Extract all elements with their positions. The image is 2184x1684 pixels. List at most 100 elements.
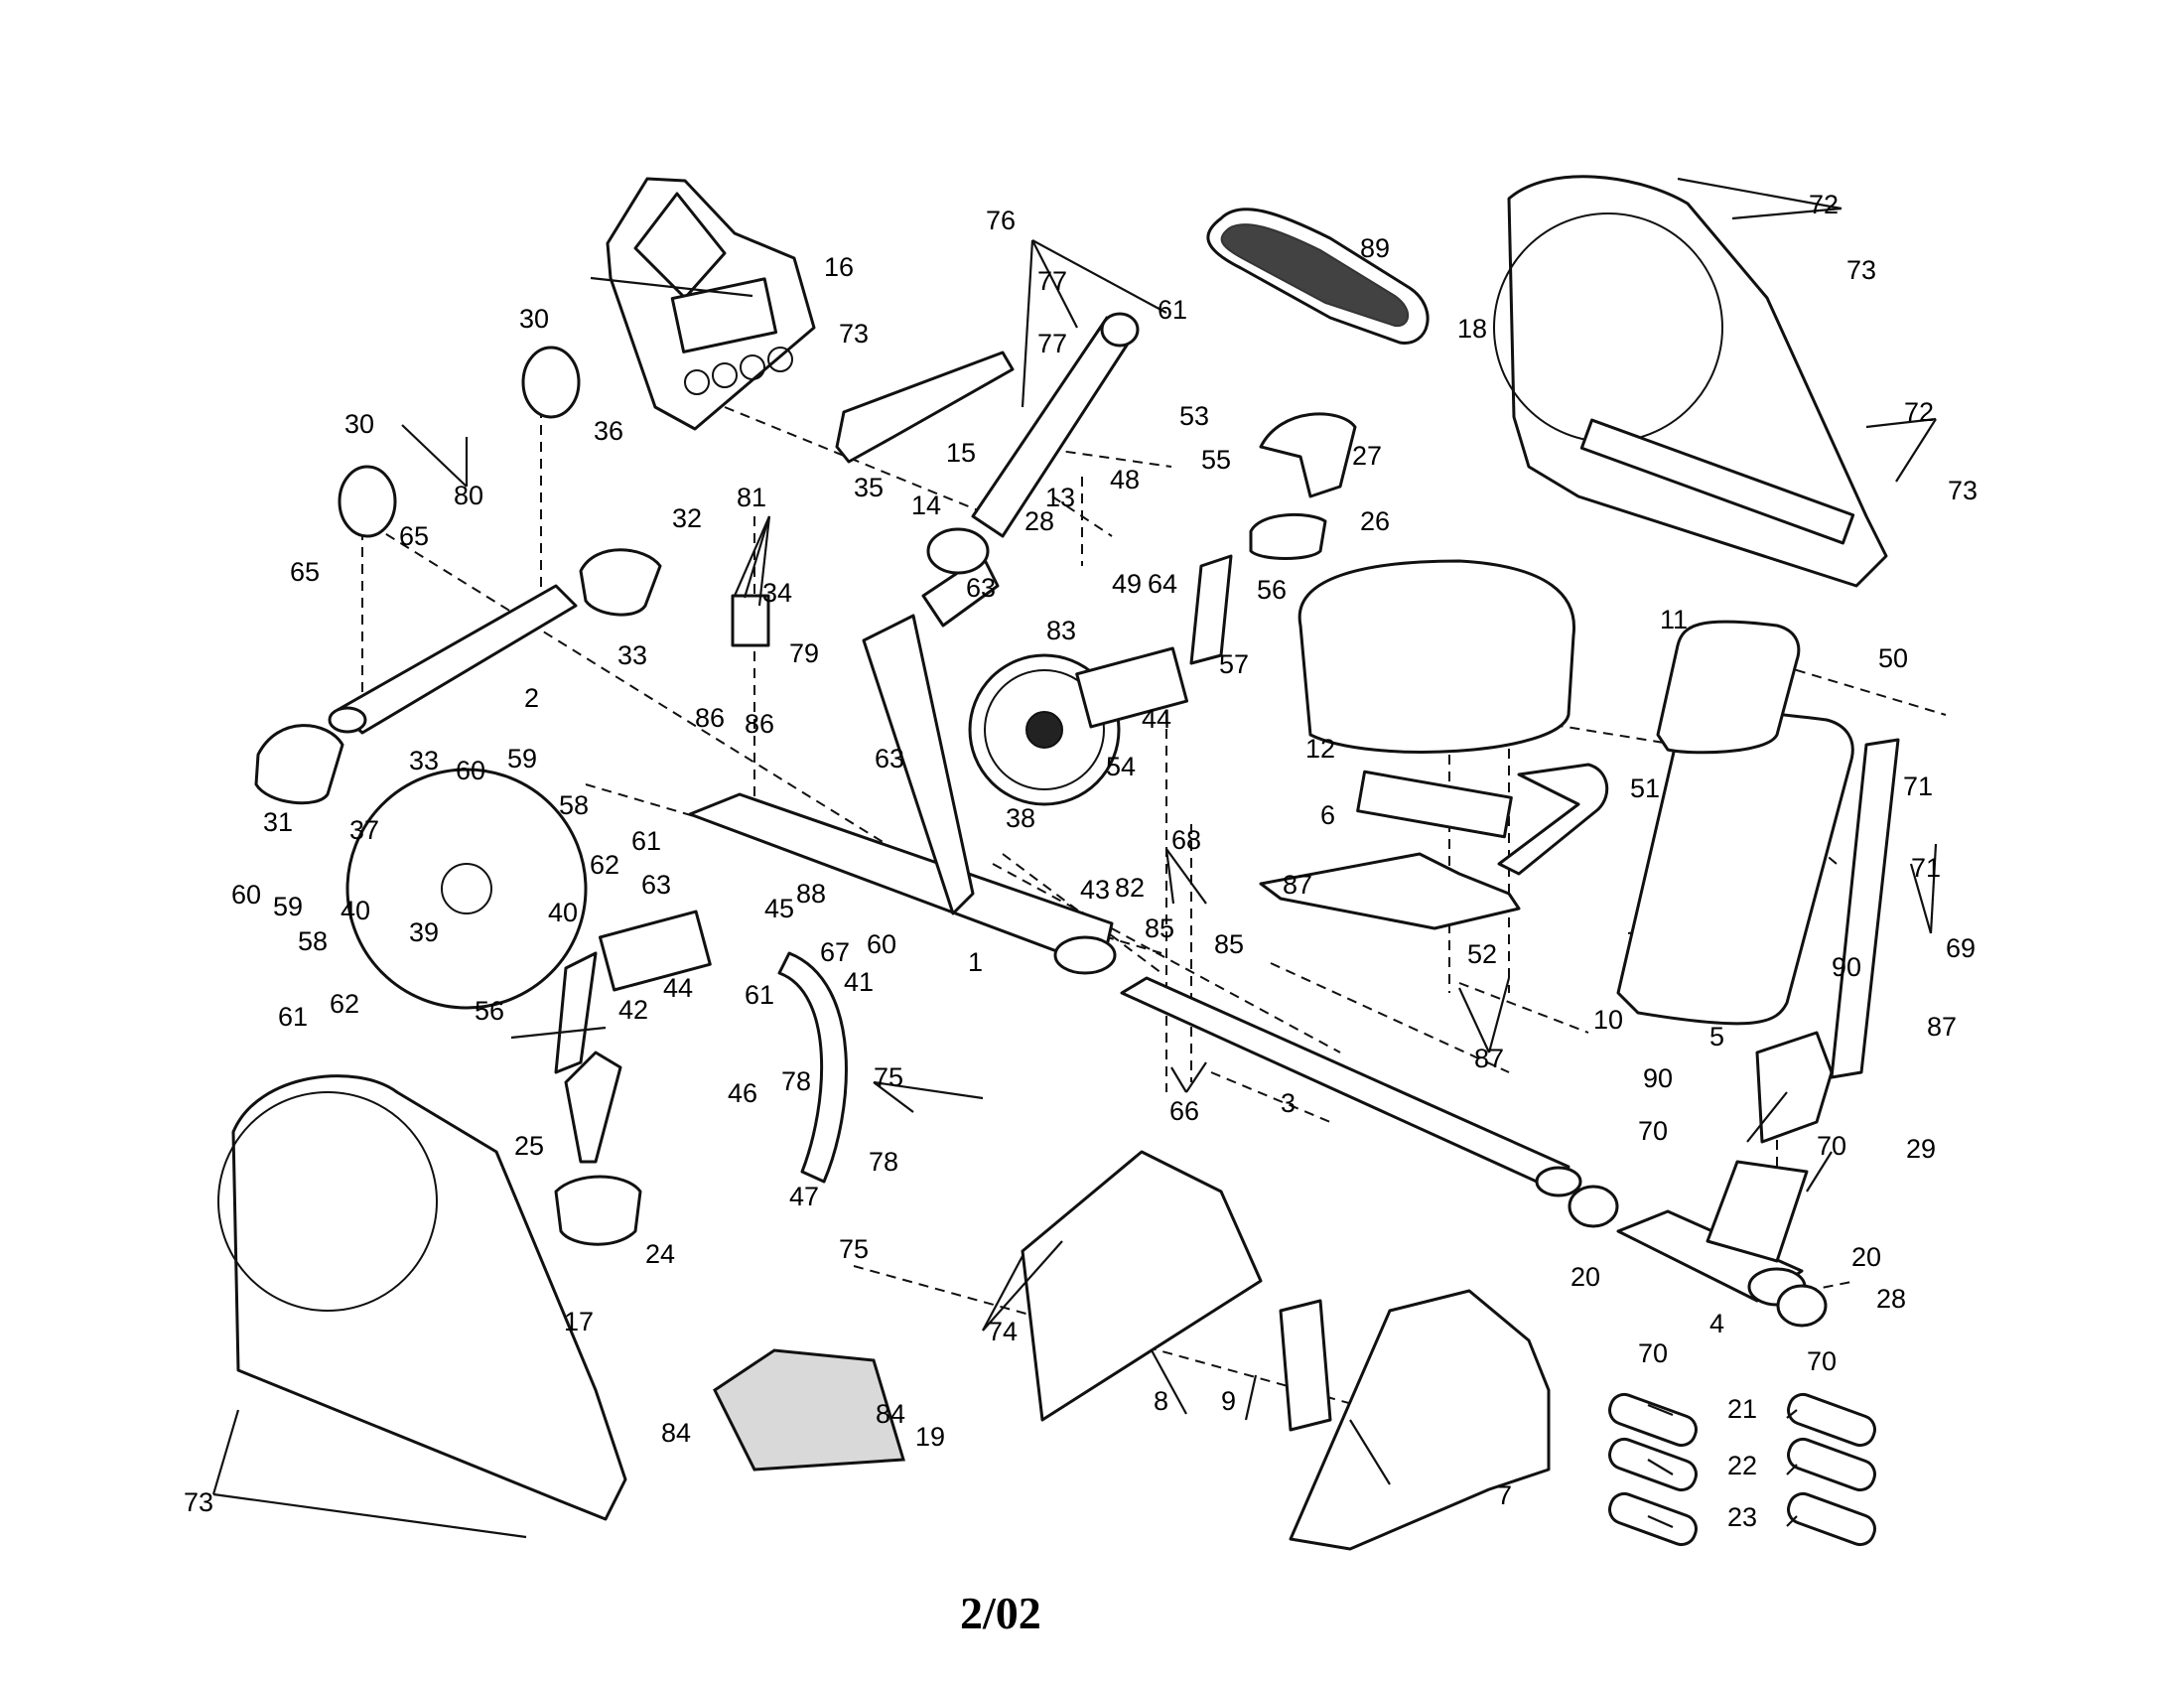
part-callout-61: 61 — [1158, 295, 1187, 325]
part-callout-63: 63 — [641, 870, 671, 900]
part-callout-58: 58 — [298, 926, 328, 956]
part-callout-9: 9 — [1221, 1386, 1236, 1416]
leader-line — [1786, 1515, 1798, 1527]
part-callout-26: 26 — [1360, 506, 1390, 536]
post-9 — [1279, 1299, 1332, 1432]
part-callout-56: 56 — [475, 996, 504, 1026]
part-callout-42: 42 — [618, 995, 648, 1025]
part-callout-31: 31 — [263, 807, 293, 837]
leader-line — [1021, 239, 1034, 408]
part-callout-48: 48 — [1110, 465, 1140, 494]
part-callout-87: 87 — [1927, 1012, 1957, 1042]
endcaps-20 — [1568, 1185, 1828, 1328]
wheels-30 — [338, 346, 581, 538]
part-callout-1: 1 — [968, 947, 983, 977]
part-callout-75: 75 — [839, 1234, 869, 1264]
part-callout-70: 70 — [1638, 1116, 1668, 1146]
belt-89 — [1206, 208, 1430, 345]
part-callout-32: 32 — [672, 503, 702, 533]
part-callout-73: 73 — [839, 319, 869, 349]
part-callout-77: 77 — [1037, 266, 1067, 296]
part-callout-89: 89 — [1360, 233, 1390, 263]
part-callout-22: 22 — [1727, 1451, 1757, 1480]
part-callout-60: 60 — [867, 929, 896, 959]
part-callout-86: 86 — [745, 709, 774, 739]
part-callout-90: 90 — [1832, 952, 1861, 982]
leader-line — [1746, 1091, 1788, 1143]
part-callout-23: 23 — [1727, 1502, 1757, 1532]
seat-12 — [1297, 559, 1576, 754]
part-callout-33: 33 — [409, 746, 439, 775]
part-callout-66: 66 — [1169, 1096, 1199, 1126]
part-callout-4: 4 — [1709, 1309, 1724, 1338]
part-callout-7: 7 — [1497, 1480, 1512, 1510]
leader-line — [1786, 1464, 1798, 1475]
part-callout-78: 78 — [781, 1066, 811, 1096]
console-16 — [606, 177, 816, 431]
leader-line — [1895, 418, 1937, 483]
part-callout-52: 52 — [1467, 939, 1497, 969]
part-callout-18: 18 — [1457, 314, 1487, 344]
leader-line — [212, 1492, 527, 1539]
part-callout-41: 41 — [844, 967, 874, 997]
part-callout-10: 10 — [1593, 1005, 1623, 1035]
leader-line — [743, 515, 771, 599]
leader-line — [510, 1026, 607, 1040]
front-stabilizer-2 — [328, 584, 578, 735]
upright-13 — [971, 312, 1140, 538]
bearings-44 — [598, 646, 1189, 992]
part-callout-73: 73 — [184, 1487, 213, 1517]
part-callout-77: 77 — [1037, 329, 1067, 358]
part-callout-5: 5 — [1709, 1022, 1724, 1052]
pedal-26 — [1249, 412, 1357, 560]
leader-line — [1647, 1514, 1674, 1529]
part-callout-71: 71 — [1903, 772, 1933, 801]
part-callout-51: 51 — [1630, 773, 1660, 803]
leader-line — [873, 1081, 914, 1113]
part-callout-71: 71 — [1911, 853, 1941, 883]
flywheel-37 — [345, 768, 588, 1010]
seat-rail-3 — [1120, 976, 1582, 1197]
leader-line — [1165, 848, 1207, 905]
part-callout-65: 65 — [399, 521, 429, 551]
part-callout-73: 73 — [1846, 255, 1876, 285]
leader-line — [590, 276, 753, 298]
part-callout-80: 80 — [454, 481, 483, 510]
part-callout-67: 67 — [820, 937, 850, 967]
leader-line — [982, 1240, 1063, 1332]
part-callout-49: 49 — [1112, 569, 1142, 599]
leader-line — [1806, 1151, 1833, 1193]
leader-line — [1647, 1403, 1674, 1417]
part-callout-82: 82 — [1115, 873, 1145, 903]
part-callout-70: 70 — [1817, 1131, 1846, 1161]
headrest-11 — [1656, 620, 1801, 755]
part-callout-2: 2 — [524, 683, 539, 713]
part-callout-65: 65 — [290, 557, 320, 587]
part-callout-17: 17 — [564, 1307, 594, 1336]
part-callout-15: 15 — [946, 438, 976, 468]
part-callout-29: 29 — [1906, 1134, 1936, 1164]
part-callout-72: 72 — [1904, 397, 1934, 427]
leader-line — [1244, 1374, 1258, 1421]
leader-line — [1031, 239, 1167, 314]
part-callout-63: 63 — [875, 744, 904, 773]
grid-cover-19 — [713, 1348, 905, 1472]
part-callout-87: 87 — [1474, 1044, 1504, 1073]
part-callout-24: 24 — [645, 1239, 675, 1269]
leader-line — [211, 1409, 240, 1495]
part-callout-58: 58 — [559, 790, 589, 820]
part-callout-64: 64 — [1148, 569, 1177, 599]
part-callout-34: 34 — [762, 578, 792, 608]
part-callout-37: 37 — [349, 815, 379, 845]
rear-tube-4 — [1616, 1160, 1809, 1307]
part-callout-59: 59 — [273, 892, 303, 921]
part-callout-27: 27 — [1352, 441, 1382, 471]
part-callout-39: 39 — [409, 917, 439, 947]
part-callout-6: 6 — [1320, 800, 1335, 830]
part-callout-44: 44 — [1142, 704, 1171, 734]
part-callout-40: 40 — [341, 896, 370, 925]
part-callout-25: 25 — [514, 1131, 544, 1161]
part-callout-30: 30 — [519, 304, 549, 334]
leader-line — [1909, 863, 1933, 934]
